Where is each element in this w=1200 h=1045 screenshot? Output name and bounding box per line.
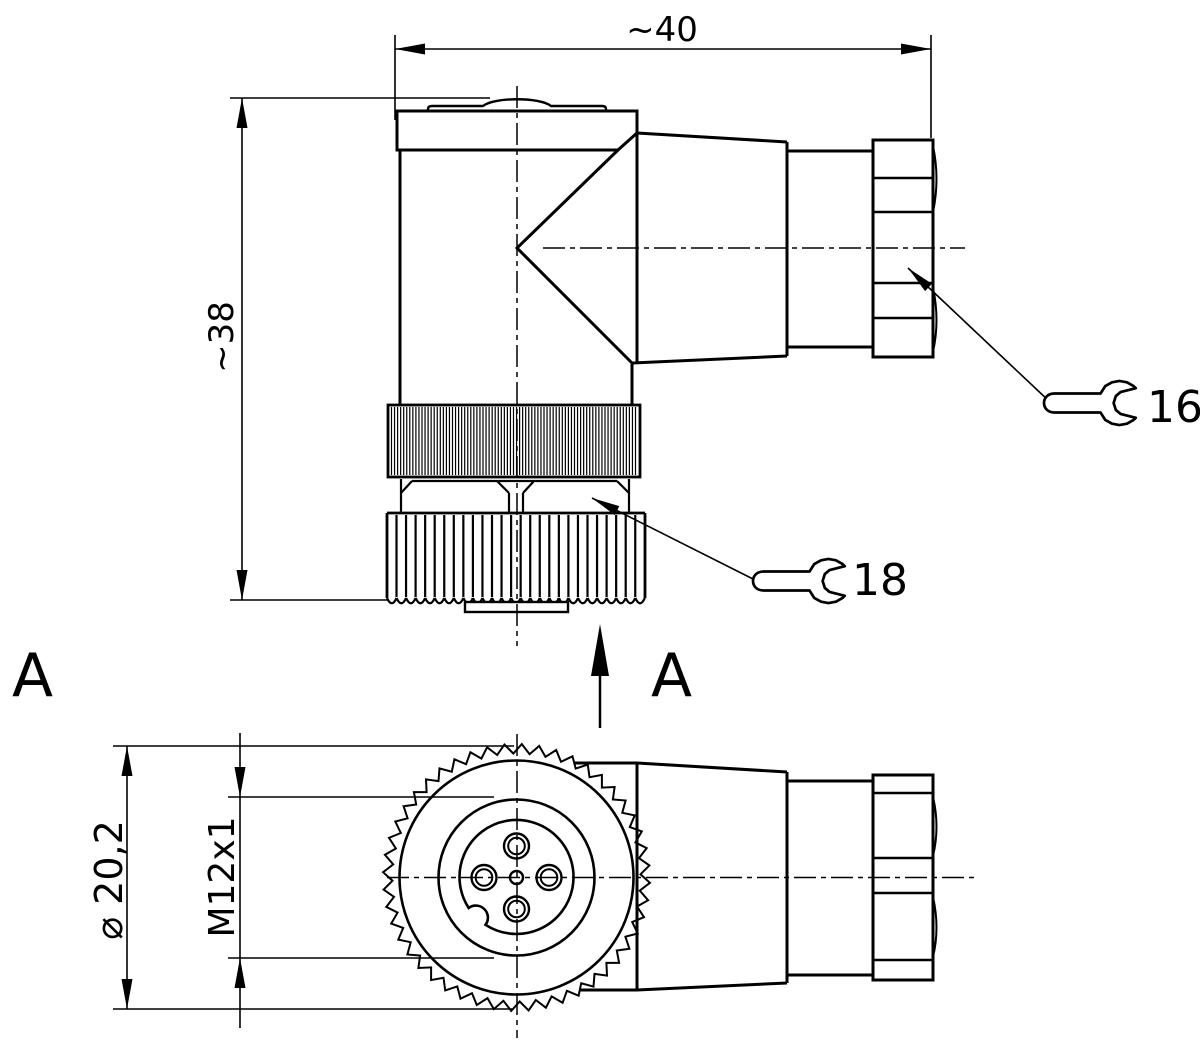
coupling-knurl-lines — [395, 515, 637, 597]
dimension-width: ~40 — [394, 10, 932, 138]
wrench-icon — [1042, 379, 1138, 427]
width-arrow-left — [395, 43, 425, 55]
dimension-outer-diameter: ⌀ 20,2 — [87, 745, 514, 1010]
bottom-view-dimensions: ⌀ 20,2 M12x1 — [87, 733, 514, 1028]
front-view — [385, 86, 965, 646]
hex-nut-corner-arcs-bottom — [932, 796, 938, 958]
width-arrow-right — [901, 43, 931, 55]
height-arrow-top — [236, 98, 248, 128]
wrench-size-16-label: 16 — [1147, 382, 1200, 433]
diameter-arrow-bottom — [121, 979, 133, 1009]
section-label-right: A — [651, 641, 692, 711]
wrench-callout-16: 16 — [907, 267, 1200, 433]
dimension-height: ~38 — [202, 97, 490, 601]
hex-nut-flats-bottom — [873, 791, 933, 962]
gland-cylinder — [787, 149, 873, 349]
outer-diameter-label: ⌀ 20,2 — [87, 820, 131, 940]
thread-extension-lines — [228, 796, 494, 959]
wrench-callout-18: 18 — [591, 497, 908, 606]
height-extension-lines — [230, 97, 490, 601]
coupling-nut-outline — [385, 511, 647, 598]
height-arrow-bottom — [236, 570, 248, 600]
section-label-left: A — [12, 641, 53, 711]
cable-side-bottom — [635, 761, 938, 992]
leader-arrow-16 — [908, 268, 932, 292]
height-dimension-label: ~38 — [202, 301, 242, 373]
leader-line-18 — [591, 497, 758, 582]
diameter-arrow-top — [121, 746, 133, 776]
cable-outlet-taper-bottom — [636, 761, 789, 992]
dimension-thread: M12x1 — [202, 733, 494, 1028]
front-view-dimensions: ~40 ~38 16 18 — [202, 10, 1200, 606]
clamp-cone — [399, 479, 631, 513]
wrench-size-18-label: 18 — [852, 555, 908, 606]
wrench-icon — [751, 557, 847, 605]
cable-outlet-taper — [632, 131, 789, 365]
leader-arrow-18 — [592, 498, 620, 516]
hex-nut-corner-arcs — [932, 145, 938, 353]
thread-arrow-bottom — [234, 958, 246, 988]
leader-line-16 — [907, 267, 1051, 403]
section-marks: A A — [12, 624, 692, 728]
width-dimension-label: ~40 — [626, 10, 698, 50]
thread-arrow-top — [234, 767, 246, 797]
hex-nut-flats — [873, 176, 933, 320]
elbow-chevron — [514, 148, 635, 366]
gland-cylinder-bottom — [787, 779, 873, 977]
fine-knurl-lines — [390, 407, 637, 475]
thread-label: M12x1 — [202, 816, 243, 937]
section-view-arrow — [591, 624, 609, 676]
diameter-extension-lines — [113, 745, 514, 1010]
bottom-view — [381, 734, 977, 1038]
